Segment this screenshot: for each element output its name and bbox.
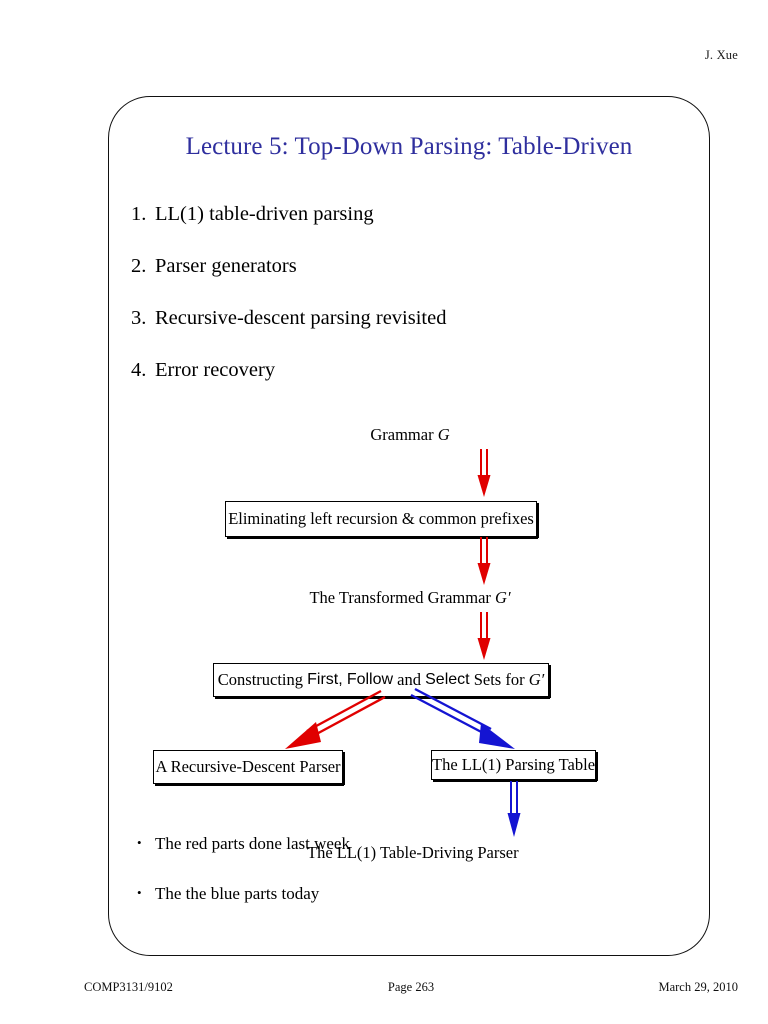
bullet-icon: •: [137, 835, 142, 850]
parsing-pipeline-flowchart: Grammar G Eliminating left recursion & c…: [109, 425, 711, 861]
agenda-item-label: Error recovery: [155, 359, 276, 382]
flow-label-transformed-grammar: The Transformed Grammar G′: [109, 588, 711, 607]
flow-label-grammar: Grammar G: [109, 425, 711, 444]
flow-box-constructing-symbol: G′: [528, 669, 545, 689]
agenda-item-label: Recursive-descent parsing revisited: [155, 307, 447, 330]
flow-box-eliminating: Eliminating left recursion & common pref…: [225, 501, 539, 539]
footer-course-code: COMP3131/9102: [84, 980, 173, 994]
agenda-list: 1. LL(1) table-driven parsing 2. Parser …: [131, 203, 671, 411]
flow-arrow-blue-constructing-to-parsing-table: [410, 687, 515, 749]
agenda-item-number: 1.: [131, 203, 147, 225]
flow-arrow-blue-parsing-table-to-table-driving-parser: [507, 781, 521, 837]
flow-arrow-red-grammar-to-eliminating: [477, 449, 491, 497]
flow-box-constructing-and: and: [397, 669, 421, 689]
flow-box-ll1-parsing-table-label: The LL(1) Parsing Table: [431, 754, 596, 774]
agenda-item-label: LL(1) table-driven parsing: [155, 203, 374, 225]
agenda-item-label: Parser generators: [155, 255, 297, 278]
flow-box-constructing-select: Select: [425, 671, 470, 688]
slide-frame: Lecture 5: Top-Down Parsing: Table-Drive…: [108, 96, 710, 956]
flow-box-constructing-first: First,: [307, 671, 343, 688]
agenda-item: 1. LL(1) table-driven parsing: [131, 203, 671, 226]
flow-box-constructing-sets: Constructing First, Follow and Select Se…: [213, 663, 551, 699]
flow-box-ll1-parsing-table: The LL(1) Parsing Table: [431, 750, 598, 782]
notes-list: • The red parts done last week • The the…: [137, 834, 657, 934]
flow-label-grammar-symbol: G: [437, 425, 450, 444]
agenda-item: 4. Error recovery: [131, 359, 671, 382]
flow-box-constructing-follow: Follow: [346, 671, 394, 688]
flow-box-recursive-descent-parser: A Recursive-Descent Parser: [153, 750, 345, 786]
agenda-item-number: 4.: [131, 359, 147, 382]
flow-label-table-driving-parser: The LL(1) Table-Driving Parser: [307, 843, 519, 862]
note-item-label: The the blue parts today: [155, 883, 320, 903]
slide-title: Lecture 5: Top-Down Parsing: Table-Drive…: [185, 133, 633, 160]
footer-page-number: Page 263: [387, 980, 435, 994]
flow-label-transformed-symbol: G′: [495, 588, 511, 607]
flow-box-constructing-post: Sets for: [473, 669, 525, 689]
agenda-item: 2. Parser generators: [131, 255, 671, 278]
note-item-label: The red parts done last week: [155, 834, 350, 853]
flow-label-grammar-text: Grammar: [370, 425, 434, 444]
bullet-icon: •: [137, 884, 142, 900]
flow-arrow-red-constructing-to-recursive-descent: [285, 689, 386, 749]
flow-arrow-red-eliminating-to-transformed: [477, 537, 491, 585]
page-footer: COMP3131/9102 Page 263 March 29, 2010: [84, 980, 738, 995]
flow-box-constructing-pre: Constructing: [217, 669, 304, 689]
note-item: • The the blue parts today: [137, 883, 657, 904]
note-item: • The red parts done last week: [137, 834, 657, 854]
agenda-item-number: 3.: [131, 307, 147, 330]
flow-label-transformed-text: The Transformed Grammar: [309, 588, 491, 607]
page-header-author: J. Xue: [704, 48, 738, 62]
footer-date: March 29, 2010: [658, 980, 738, 994]
agenda-item: 3. Recursive-descent parsing revisited: [131, 307, 671, 330]
agenda-item-number: 2.: [131, 255, 147, 278]
flow-arrow-red-transformed-to-constructing: [477, 612, 491, 660]
flow-box-eliminating-label: Eliminating left recursion & common pref…: [228, 508, 534, 528]
flow-box-recursive-descent-label: A Recursive-Descent Parser: [155, 756, 341, 776]
